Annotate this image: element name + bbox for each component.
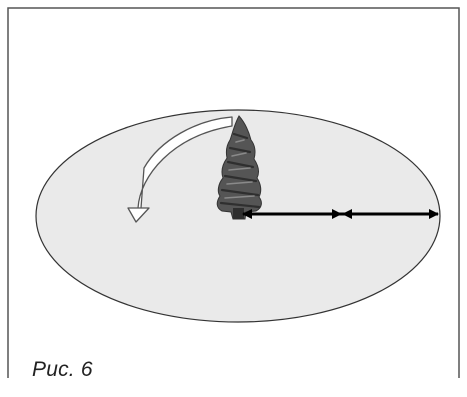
figure-caption: Рис. 6 (32, 358, 93, 381)
counterclockwise-curved-arrow-icon (127, 116, 233, 223)
fir-tree-icon (216, 115, 262, 220)
double-segment-arrow-icon (242, 209, 439, 219)
figure-frame-border (7, 7, 460, 378)
